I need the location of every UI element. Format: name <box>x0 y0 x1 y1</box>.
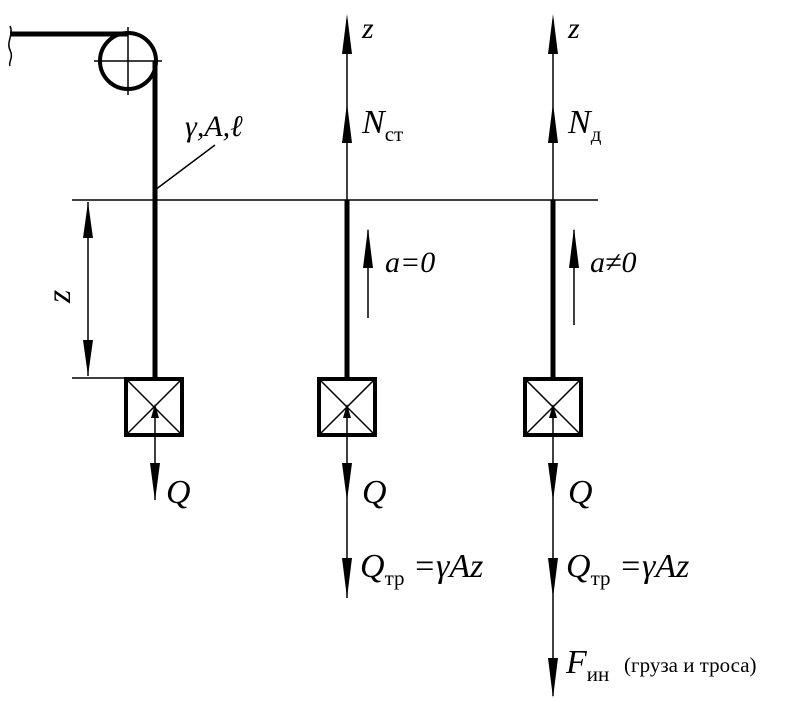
n-dynamic-arrow <box>548 103 558 143</box>
z-dimension-arrow-up <box>83 202 93 238</box>
n-static-label: Nст <box>361 104 403 146</box>
f-inertia-note: (груза и троса) <box>624 653 757 677</box>
z-dimension-label: z <box>41 290 78 304</box>
q-arrow-middle-head <box>342 463 352 501</box>
f-inertia-label: Fин <box>565 644 609 686</box>
qtr-arrow-middle-head <box>342 558 352 598</box>
q-label-left: Q <box>166 474 191 511</box>
accel-nonzero-label: a≠0 <box>590 246 636 279</box>
f-inertia-arrow-head <box>548 658 558 698</box>
accel-nonzero-arrow-head <box>569 228 579 268</box>
n-dynamic-label: Nд <box>567 104 602 146</box>
axis-z-right-arrow <box>548 14 558 54</box>
q-arrow-right-head <box>548 463 558 501</box>
q-arrow-left-head <box>150 463 160 501</box>
qtr-arrow-right-head <box>548 558 558 598</box>
accel-zero-label: a=0 <box>385 246 435 279</box>
hoist-scheme: γ,A,ℓ z Q <box>8 25 598 511</box>
qtr-label-middle: Qтр =γAz <box>360 548 483 590</box>
static-case: z Nст a=0 Q Qтр =γAz <box>317 12 483 598</box>
q-arrow-middle-origin <box>343 404 351 418</box>
params-leader <box>154 144 216 191</box>
rope-params-label: γ,A,ℓ <box>185 110 243 143</box>
axis-z-middle-arrow <box>342 14 352 54</box>
q-arrow-right-origin <box>549 404 557 418</box>
axis-z-right-label: z <box>567 12 580 45</box>
z-dimension-arrow-down <box>83 340 93 376</box>
axis-z-middle-label: z <box>361 12 374 45</box>
n-static-arrow <box>342 103 352 143</box>
dynamic-case: z Nд a≠0 Q Qтр =γAz Fин (груза и троса) <box>523 12 757 698</box>
load-box-left-diag2 <box>125 378 183 436</box>
q-label-right: Q <box>568 474 593 511</box>
q-arrow-left-origin <box>151 404 159 418</box>
accel-zero-arrow-head <box>363 228 373 268</box>
qtr-label-right: Qтр =γAz <box>566 548 689 590</box>
q-label-middle: Q <box>362 474 387 511</box>
